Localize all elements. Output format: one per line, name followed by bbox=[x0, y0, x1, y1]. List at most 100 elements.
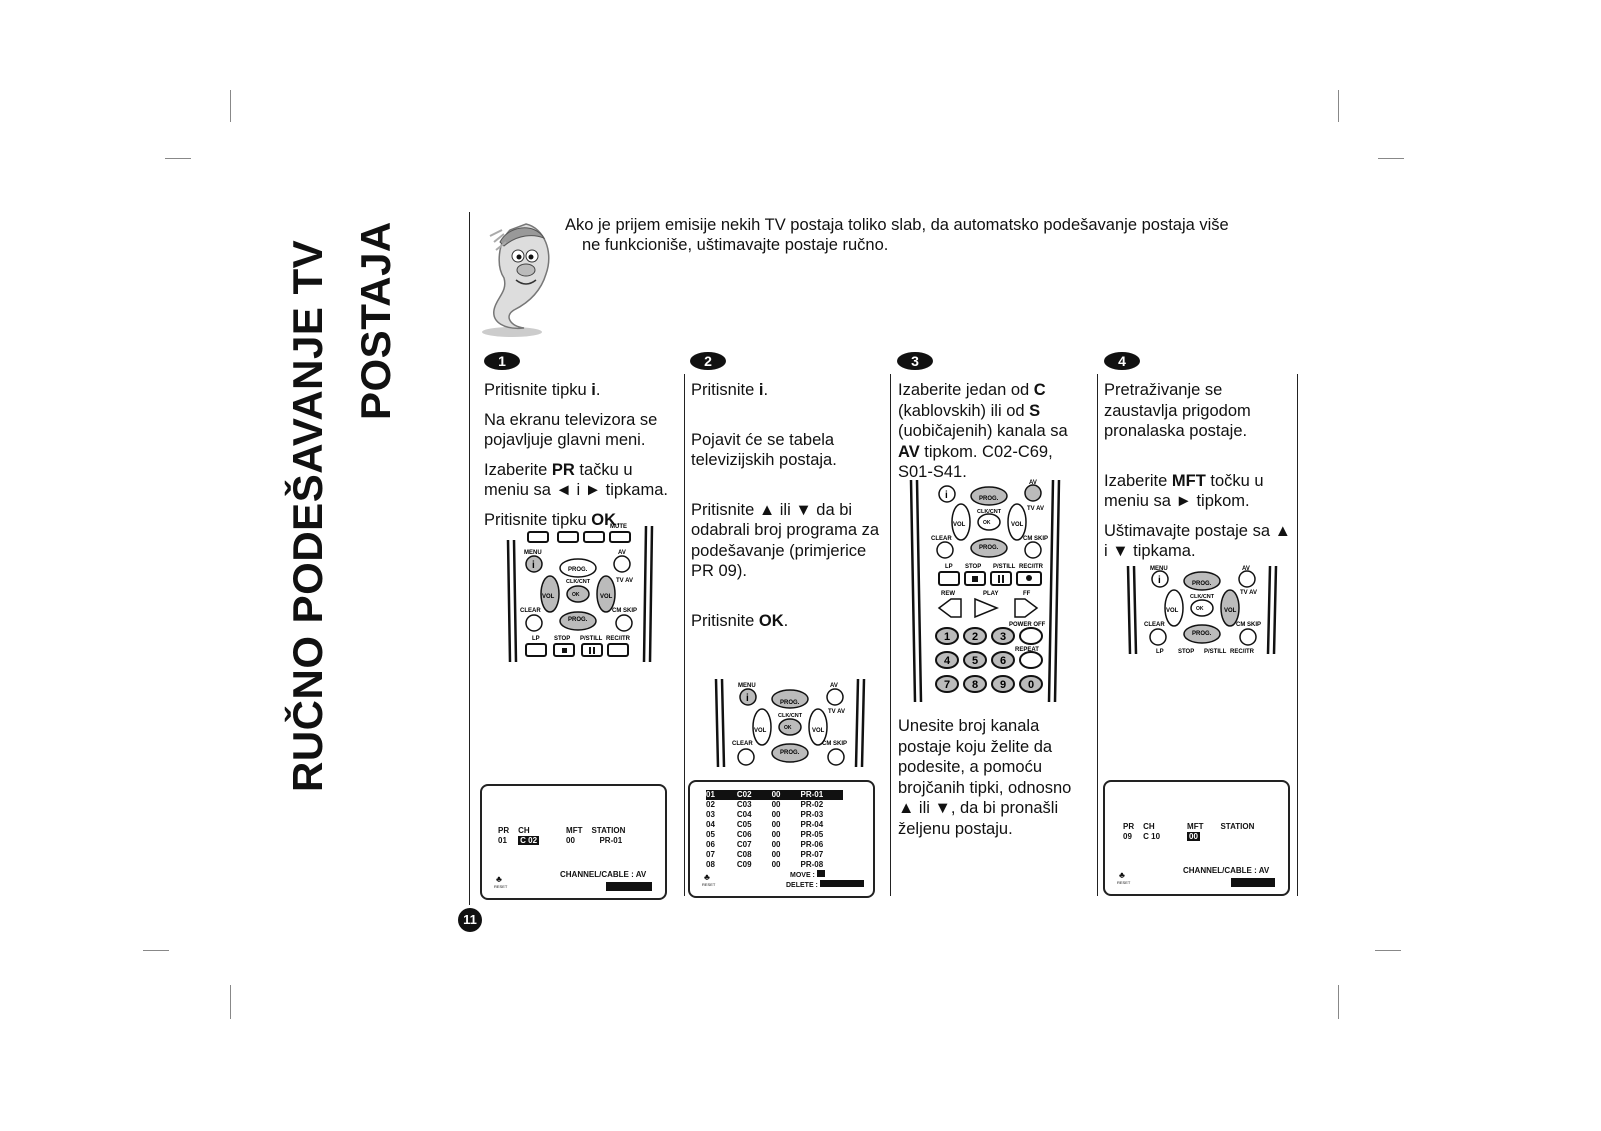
value-mft: 00 bbox=[566, 836, 575, 845]
table-cell: 02 bbox=[706, 800, 715, 809]
step-2-line: Pritisnite OK. bbox=[691, 611, 789, 630]
table-row: 09 C 10 00 bbox=[1123, 832, 1263, 842]
table-cell: 03 bbox=[706, 810, 715, 819]
vol-right-label: VOL bbox=[600, 594, 613, 600]
ok-label: OK bbox=[572, 592, 580, 598]
table-cell: 00 bbox=[771, 860, 781, 869]
cmskip-label: CM SKIP bbox=[612, 608, 637, 614]
table-cell: PR-03 bbox=[800, 810, 824, 819]
header-ch: CH bbox=[1143, 822, 1155, 831]
tvav-label: TV AV bbox=[616, 578, 633, 584]
step-1-line: Na ekranu televizora se pojavljuje glavn… bbox=[484, 410, 658, 450]
table-cell: PR-07 bbox=[800, 850, 824, 859]
cmskip-label: CM SKIP bbox=[1236, 622, 1261, 628]
menu-label: MENU bbox=[738, 683, 756, 689]
value-mft: 00 bbox=[1169, 832, 1212, 842]
vol-right-label: VOL bbox=[1224, 608, 1237, 614]
prog-up-label: PROG. bbox=[780, 700, 800, 706]
value-ch: C 10 bbox=[1143, 832, 1161, 841]
header-mft: MFT bbox=[566, 826, 583, 835]
value-station: PR-01 bbox=[599, 836, 623, 845]
step-1-line: Pritisnite tipku OK. bbox=[484, 510, 621, 529]
delete-label: DELETE : bbox=[786, 880, 864, 889]
step-2-badge: 2 bbox=[690, 352, 726, 370]
digit-label: 8 bbox=[972, 679, 978, 691]
clkcnt-label: CLK/CNT bbox=[778, 713, 803, 719]
table-cell: C07 bbox=[736, 840, 752, 849]
nav-arrows-icon bbox=[1231, 878, 1275, 887]
mute-label: MUTE bbox=[610, 524, 627, 530]
crop-mark bbox=[143, 950, 169, 951]
table-cell: PR-06 bbox=[800, 840, 824, 849]
delete-arrows-icon bbox=[819, 880, 864, 887]
intro-line-1: Ako je prijem emisije nekih TV postaja t… bbox=[565, 216, 1229, 234]
header-station: STATION bbox=[1220, 822, 1255, 831]
crop-mark bbox=[1375, 950, 1401, 951]
clear-label: CLEAR bbox=[520, 608, 541, 614]
move-text: MOVE : bbox=[790, 872, 815, 879]
cmskip-label: CM SKIP bbox=[822, 741, 847, 747]
move-label: MOVE : bbox=[790, 870, 825, 879]
av-label: AV bbox=[1029, 480, 1037, 486]
clear-label: CLEAR bbox=[931, 536, 952, 542]
prog-up-label: PROG. bbox=[979, 496, 999, 502]
vol-left-label: VOL bbox=[754, 728, 767, 734]
table-cell: 00 bbox=[771, 830, 781, 839]
value-ch: C 02 bbox=[518, 836, 548, 846]
intro-line-2: ne funkcioniše, uštimavajte postaje ručn… bbox=[582, 236, 889, 254]
step-2-line: Pritisnite ▲ ili ▼ da bi odabrali broj p… bbox=[691, 500, 880, 581]
main-divider bbox=[469, 212, 470, 905]
step-1-line: Pritisnite tipku i. bbox=[484, 381, 601, 399]
ok-label: OK bbox=[784, 725, 792, 731]
table-row: 01 C 02 00 PR-01 bbox=[498, 836, 634, 846]
page-title-line2: POSTAJA bbox=[352, 221, 399, 420]
page-title-line1: RUČNO PODEŠAVANJE TV bbox=[284, 239, 331, 792]
vol-right-label: VOL bbox=[1011, 522, 1024, 528]
step-3-text-lower: Unesite broj kanala postaje koju želite … bbox=[898, 716, 1084, 848]
digit-4-button bbox=[935, 651, 959, 669]
screen-footer: CHANNEL/CABLE : AV bbox=[1183, 866, 1270, 875]
table-cell: PR-08 bbox=[800, 860, 824, 869]
move-arrow-icon bbox=[816, 870, 825, 877]
step-3-text: Izaberite jedan od C (kablovskih) ili od… bbox=[898, 380, 1088, 483]
recitr-label: REC/ITR bbox=[1019, 564, 1044, 570]
column-divider bbox=[890, 374, 891, 896]
table-cell: C03 bbox=[736, 800, 752, 809]
tvav-label: TV AV bbox=[1027, 506, 1044, 512]
table-cell: 04 bbox=[706, 820, 715, 829]
prog-up-label: PROG. bbox=[1192, 581, 1212, 587]
prog-down-label: PROG. bbox=[979, 545, 999, 551]
reset-label: RESET bbox=[702, 882, 716, 887]
ch-highlight: C 02 bbox=[518, 836, 540, 845]
step-3-line: Izaberite jedan od C (kablovskih) ili od… bbox=[898, 381, 1068, 481]
step-4-line: Uštimavajte postaje sa ▲ i ▼ tipkama. bbox=[1104, 521, 1291, 561]
mascot-icon bbox=[482, 223, 550, 337]
pstill-label: P/STILL bbox=[1204, 649, 1227, 655]
digit-1-button bbox=[935, 627, 959, 645]
step-3-badge: 3 bbox=[897, 352, 933, 370]
step-1-text: Pritisnite tipku i. Na ekranu televizora… bbox=[484, 380, 676, 539]
digit-2-button bbox=[963, 627, 987, 645]
remote-illustration-2: MENU i AV PROG. CLK/CNT VOL OK VOL TV AV… bbox=[714, 678, 866, 768]
clkcnt-label: CLK/CNT bbox=[977, 509, 1002, 515]
ff-label: FF bbox=[1023, 591, 1031, 597]
recitr-label: REC/ITR bbox=[1230, 649, 1255, 655]
lp-label: LP bbox=[945, 564, 953, 570]
crop-mark bbox=[1338, 90, 1339, 122]
digit-label: 5 bbox=[972, 655, 978, 667]
menu-label: MENU bbox=[524, 550, 542, 556]
mft-highlight: 00 bbox=[1187, 832, 1200, 841]
digit-label: 2 bbox=[972, 631, 978, 643]
prog-down-label: PROG. bbox=[1192, 631, 1212, 637]
digit-0-button bbox=[1019, 675, 1043, 693]
step-4-badge: 4 bbox=[1104, 352, 1140, 370]
function-button bbox=[1019, 627, 1043, 645]
pr-table: PR CH MFT STATION 01 C 02 00 PR-01 bbox=[498, 826, 634, 846]
nav-arrows-icon bbox=[606, 882, 652, 891]
